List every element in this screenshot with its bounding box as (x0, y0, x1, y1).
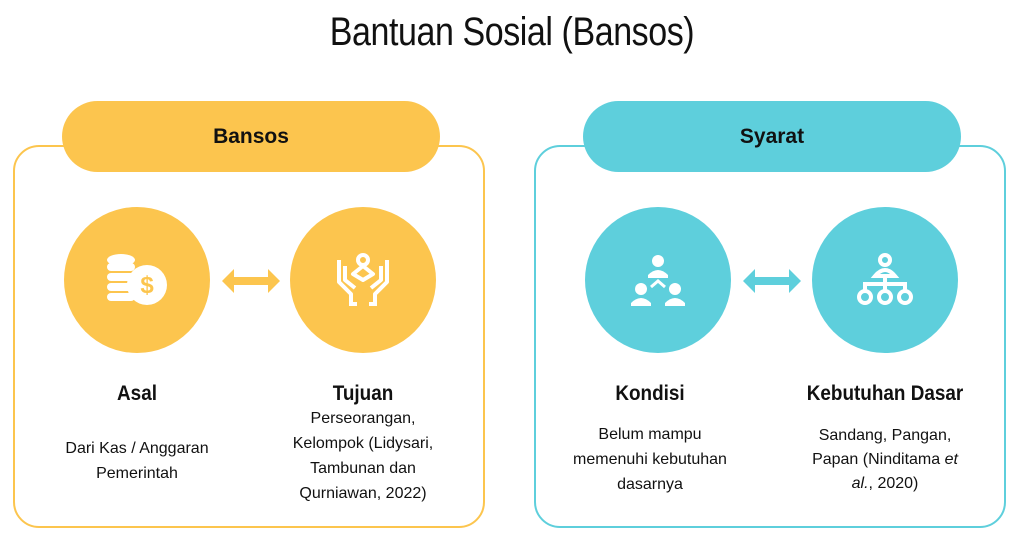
tujuan-text: Perseorangan, Kelompok (Lidysari, Tambun… (292, 410, 434, 502)
kebutuhan-heading: Kebutuhan Dasar (806, 382, 964, 405)
asal-heading: Asal (117, 382, 157, 405)
kebutuhan-text-italic: et al. (851, 451, 958, 492)
double-arrow-icon (743, 269, 801, 293)
coins-dollar-icon: $ (107, 254, 167, 305)
group-people-icon (631, 255, 685, 306)
kebutuhan-text-main: Sandang, Pangan, Papan (Ninditama (812, 427, 952, 468)
asal-text: Dari Kas / Anggaran Pemerintah (65, 440, 209, 482)
page-title: Bantuan Sosial (Bansos) (329, 10, 695, 54)
kondisi-column: Kondisi Belum mampu memenuhi kebutuhan d… (550, 382, 750, 497)
hierarchy-person-icon (857, 253, 913, 305)
kondisi-circle (585, 207, 731, 353)
kebutuhan-column: Kebutuhan Dasar Sandang, Pangan, Papan (… (775, 382, 995, 496)
hands-person-icon (337, 253, 389, 306)
kebutuhan-text: Sandang, Pangan, Papan (Ninditama et al.… (775, 424, 995, 496)
kebutuhan-circle (812, 207, 958, 353)
tujuan-circle (290, 207, 436, 353)
kebutuhan-text-year: , 2020) (868, 475, 919, 492)
tujuan-column: Tujuan Perseorangan, Kelompok (Lidysari,… (263, 382, 463, 506)
svg-text:$: $ (140, 272, 154, 299)
kondisi-text: Belum mampu memenuhi kebutuhan dasarnya (573, 426, 727, 493)
kondisi-heading: Kondisi (615, 382, 685, 405)
asal-column: Asal Dari Kas / Anggaran Pemerintah (37, 382, 237, 486)
asal-circle: $ (64, 207, 210, 353)
tujuan-heading: Tujuan (332, 382, 394, 405)
bansos-pill: Bansos (62, 101, 440, 172)
syarat-pill: Syarat (583, 101, 961, 172)
double-arrow-icon (222, 269, 280, 293)
